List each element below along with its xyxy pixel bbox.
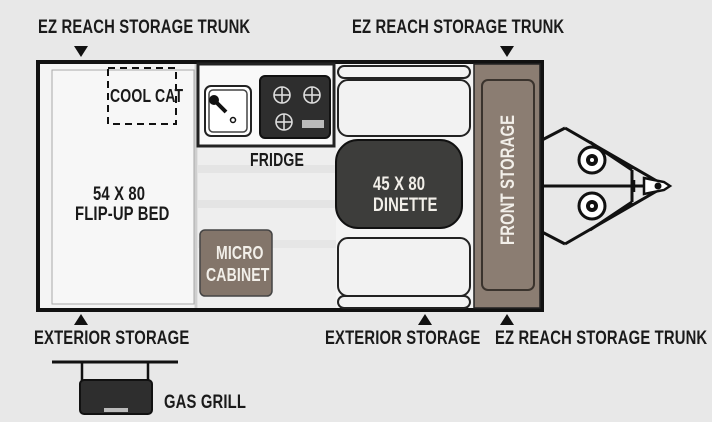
micro-cabinet-label-line2: CABINET	[206, 265, 270, 285]
burner-icon	[303, 86, 321, 104]
dinette-seat-cushion	[337, 237, 471, 297]
floor-stripe	[198, 200, 336, 208]
sink	[204, 85, 252, 137]
gas-grill-label: GAS GRILL	[164, 392, 247, 413]
bottom-right-trunk-label: EZ REACH STORAGE TRUNK	[495, 328, 708, 349]
top-right-trunk-arrow-icon	[500, 46, 514, 57]
dinette-table	[335, 139, 463, 229]
dinette-size-label: 45 X 80	[373, 174, 426, 195]
jack-wheel-icon	[577, 145, 607, 175]
micro-cabinet-label-line1: MICRO	[216, 243, 264, 263]
dinette-name-label: DINETTE	[373, 195, 438, 216]
micro-cabinet	[199, 229, 273, 297]
burner-icon	[275, 113, 293, 131]
jack-wheel-icon	[577, 191, 607, 221]
burner-icon	[273, 86, 291, 104]
gas-grill	[79, 379, 153, 415]
hitch-ball-icon	[654, 182, 662, 190]
bottom-mid-storage-label: EXTERIOR STORAGE	[325, 328, 481, 349]
flip-up-bed	[51, 69, 195, 305]
sink-drain-icon	[229, 116, 237, 124]
bed-size-label: 54 X 80	[93, 184, 146, 205]
bottom-left-storage-arrow-icon	[74, 314, 88, 325]
stove-control-panel	[302, 120, 324, 128]
grill-handle	[104, 408, 128, 412]
bottom-right-trunk-arrow-icon	[500, 314, 514, 325]
cool-cat-label: COOL CAT	[110, 86, 184, 106]
stove	[259, 75, 331, 139]
top-left-trunk-label: EZ REACH STORAGE TRUNK	[38, 17, 251, 38]
dinette-back-cushion	[337, 65, 471, 79]
dinette-back-cushion	[337, 295, 471, 309]
top-left-trunk-arrow-icon	[74, 46, 88, 57]
cool-cat-unit	[107, 67, 177, 125]
fridge-label: FRIDGE	[250, 150, 304, 170]
bottom-mid-storage-arrow-icon	[418, 314, 432, 325]
front-storage-panel	[481, 79, 535, 291]
floor-stripe	[198, 165, 336, 173]
front-storage-label: FRONT STORAGE	[498, 114, 519, 246]
sink-faucet-icon	[212, 98, 228, 114]
dinette-seat-cushion	[337, 79, 471, 137]
sink-basin	[208, 89, 248, 133]
bed-name-label: FLIP-UP BED	[75, 204, 170, 225]
top-right-trunk-label: EZ REACH STORAGE TRUNK	[352, 17, 565, 38]
bottom-left-storage-label: EXTERIOR STORAGE	[34, 328, 190, 349]
